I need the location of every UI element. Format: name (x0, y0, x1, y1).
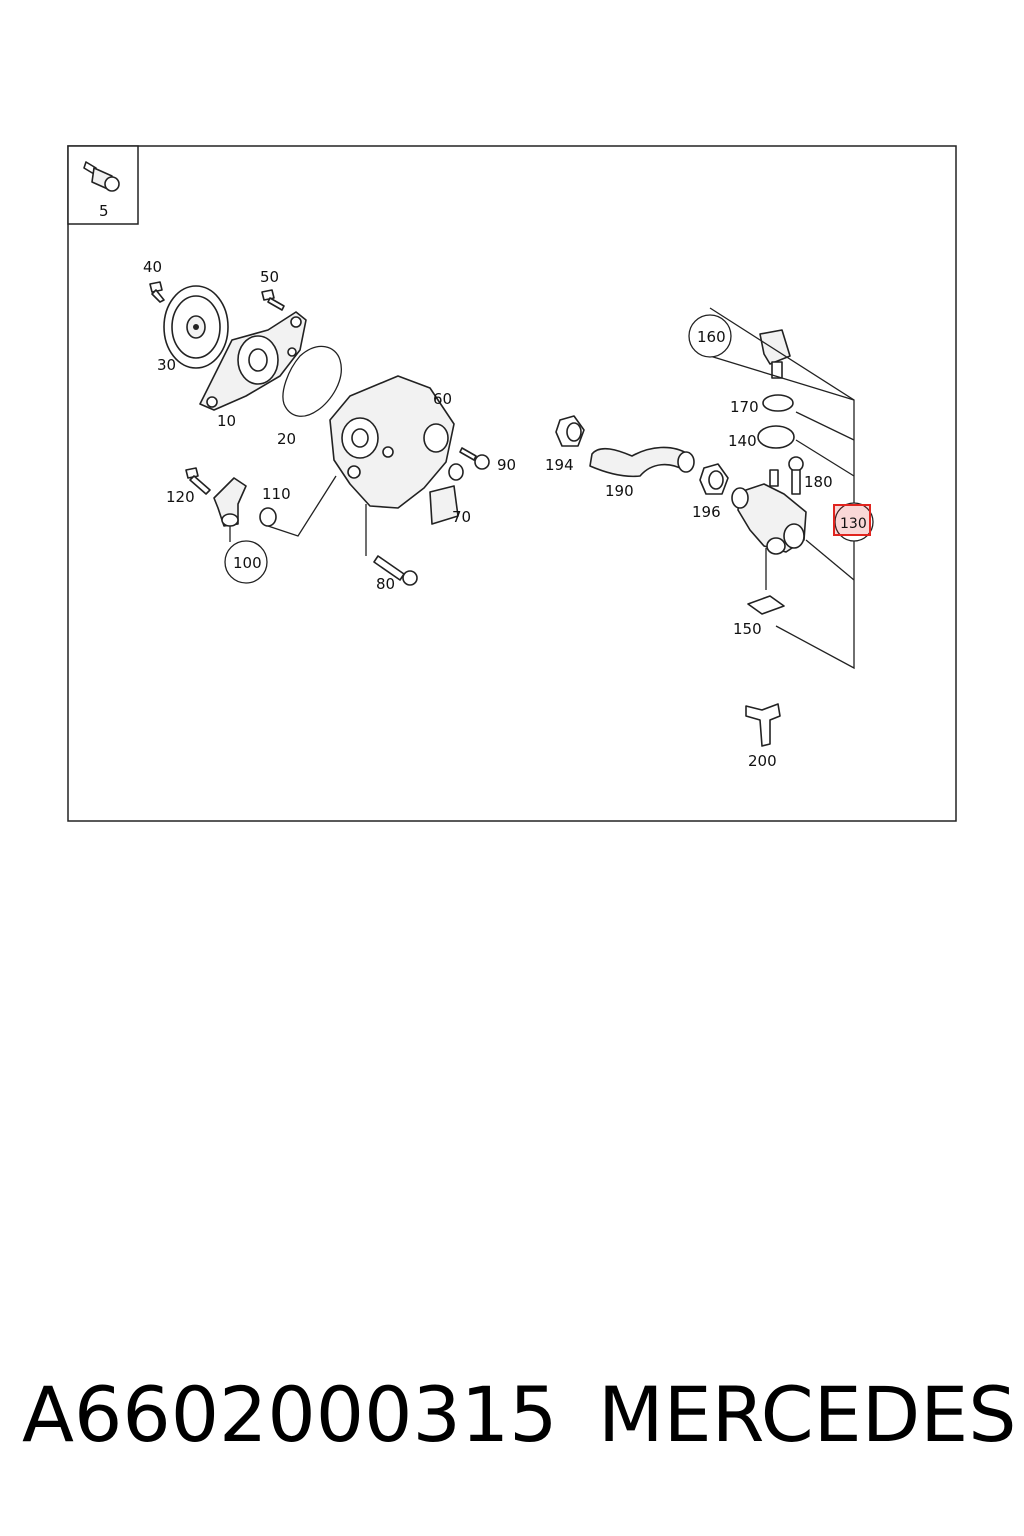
parts-diagram: 5 (67, 145, 957, 822)
inset-label: 5 (99, 202, 109, 220)
hose-190-icon (589, 446, 689, 478)
brand-name: MERCEDES (598, 1370, 1017, 1459)
label-150-icon (747, 548, 785, 615)
label-110: 110 (262, 485, 291, 503)
label-160: 160 (697, 328, 726, 346)
label-200: 200 (748, 752, 777, 770)
label-180: 180 (804, 473, 833, 491)
bolt-50-icon (261, 289, 285, 311)
hose-clamp-194-icon (555, 415, 585, 447)
label-60: 60 (433, 390, 452, 408)
highlight-box-130[interactable] (833, 504, 871, 536)
bracket-200-icon (745, 703, 781, 747)
o-ring-170-icon (762, 394, 794, 412)
label-100: 100 (233, 554, 262, 572)
coolant-pipe-connector-icon (185, 467, 247, 527)
footer-caption: A6602000315 MERCEDES (0, 1370, 1024, 1480)
label-70: 70 (452, 508, 471, 526)
inset-box (67, 145, 139, 225)
part-number: A6602000315 (22, 1370, 558, 1459)
label-170: 170 (730, 398, 759, 416)
pump-housing-icon (329, 375, 455, 509)
label-150: 150 (733, 620, 762, 638)
label-190: 190 (605, 482, 634, 500)
label-130[interactable]: 130 (840, 516, 867, 532)
callout-bubble-100[interactable] (224, 540, 268, 584)
water-pump-icon (199, 311, 307, 411)
o-ring-110-icon (259, 507, 277, 527)
seal-140-icon (757, 425, 795, 449)
label-10: 10 (217, 412, 236, 430)
bolt-80-icon (365, 504, 418, 586)
pulley-icon (163, 285, 229, 369)
label-90: 90 (497, 456, 516, 474)
label-50: 50 (260, 268, 279, 286)
gasket-icon (282, 345, 342, 417)
hose-clamp-196-icon (699, 463, 729, 495)
label-196: 196 (692, 503, 721, 521)
label-120: 120 (166, 488, 195, 506)
label-80: 80 (376, 575, 395, 593)
inset-sensor-icon (83, 161, 120, 192)
bolt-90-icon (459, 447, 490, 470)
bolt-40-icon (149, 281, 165, 303)
label-140: 140 (728, 432, 757, 450)
diagram-frame (67, 145, 957, 822)
sensor-160-icon (759, 329, 791, 379)
label-30: 30 (157, 356, 176, 374)
label-40: 40 (143, 258, 162, 276)
cap-70-icon (429, 463, 464, 525)
callout-bubble-160[interactable] (688, 314, 732, 358)
screw-180-icon (788, 456, 804, 495)
label-20: 20 (277, 430, 296, 448)
label-194: 194 (545, 456, 574, 474)
thermostat-housing-icon (731, 469, 807, 555)
